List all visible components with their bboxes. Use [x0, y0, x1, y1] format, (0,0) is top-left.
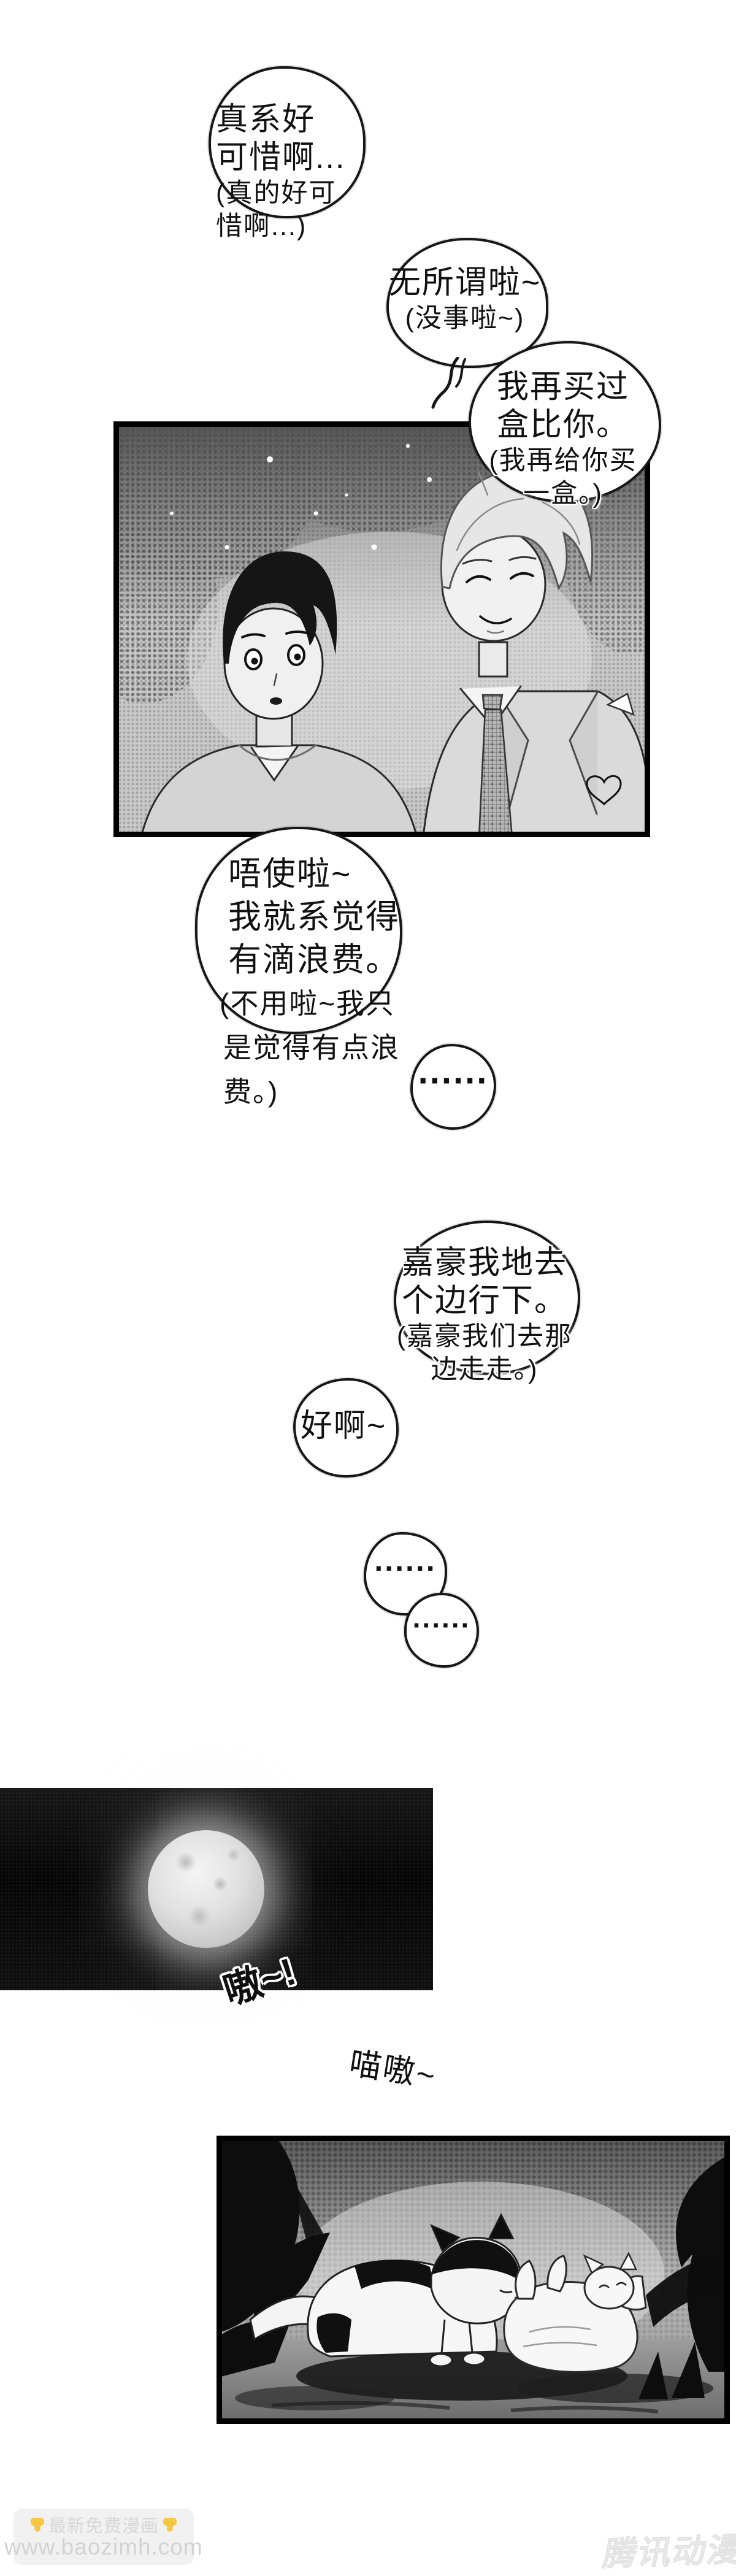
bubble-line: 可惜啊...: [216, 140, 346, 175]
bubble-line: 无所谓啦~: [388, 265, 542, 301]
watermark-line1: 最新免费漫画: [30, 2514, 177, 2536]
bubble-line: 我再买过: [496, 369, 629, 405]
bubble-line-translation: (不用啦~我只: [220, 987, 396, 1019]
watermark-badge: 最新免费漫画 www.baozimh.com: [4, 2509, 202, 2565]
full-moon: [148, 1830, 264, 1948]
tencent-comics-logo: 腾讯动漫: [600, 2531, 736, 2574]
bubble-line: 好啊~: [300, 1408, 387, 1444]
speech-bubble-2-text: 无所谓啦~ (没事啦~): [380, 264, 550, 335]
bubble-2-tail: [431, 357, 466, 409]
speech-bubble-4: [195, 827, 402, 1034]
white-cat: [503, 2252, 647, 2373]
watermark-text: 最新免费漫画: [48, 2517, 159, 2536]
blond-man-eyes: [462, 556, 537, 583]
speech-bubble-3: [469, 341, 661, 503]
speech-bubble-4-text: 唔使啦~ 我就系觉得 有滴浪费。 (不用啦~我只 是觉得有点浪 费。): [220, 853, 400, 1114]
bubble-line: 盒比你。: [496, 407, 629, 443]
panel-moon-night: [0, 1788, 433, 1990]
bubble-line-translation: 是觉得有点浪: [223, 1032, 400, 1064]
left-man-eyes: [241, 631, 310, 670]
speech-bubble-1-text: 真系好 可惜啊... (真的好可 惜啊...): [216, 101, 345, 243]
bubble-line-translation: 惜啊...): [216, 212, 307, 241]
speech-bubble-6-text: 好啊~: [293, 1407, 394, 1445]
bubble-line-translation: 边走走。): [431, 1355, 539, 1384]
speech-bubble-2: [386, 238, 548, 368]
ellipsis-bubble-1: ......: [410, 1044, 496, 1130]
bubble-line: 真系好: [216, 102, 316, 137]
bubble-line-translation: (嘉豪我们去那: [396, 1322, 573, 1351]
right-grass: [638, 2154, 730, 2399]
panel-cats: [217, 2136, 730, 2424]
panel3-border: [217, 2136, 730, 2424]
bubble-line: 嘉豪我地去: [401, 1245, 567, 1281]
speech-bubble-3-text: 我再买过 盒比你。 (我再给你买 一盒。): [473, 368, 653, 510]
bubble-line-translation: (没事啦~): [405, 304, 525, 333]
ellipsis-text: ......: [418, 1051, 489, 1092]
bubble-line-translation: 费。): [223, 1076, 279, 1108]
heart-doodle: [586, 775, 622, 806]
blond-man: [422, 466, 650, 837]
watermark-url: www.baozimh.com: [4, 2534, 203, 2559]
speech-bubble-5-text: 嘉豪我地去 个边行下。 (嘉豪我们去那 边走走。): [391, 1244, 578, 1386]
ellipsis-bubble-3: ......: [404, 1593, 479, 1668]
ellipsis-text: ......: [374, 1543, 437, 1577]
calico-cat: [249, 2212, 524, 2367]
bubble-line: 个边行下。: [401, 1283, 567, 1319]
bubble-line: 唔使啦~: [228, 856, 352, 892]
bubble-line-translation: (真的好可: [216, 178, 337, 208]
speech-bubble-5: [394, 1221, 580, 1375]
raised-paw: [515, 2260, 537, 2300]
bubble-line-translation: 一盒。): [523, 479, 603, 508]
panel1-border: [113, 421, 650, 837]
bubble-line-translation: (我再给你买: [489, 446, 637, 475]
left-grass: [217, 2136, 330, 2378]
raised-paw: [546, 2255, 567, 2293]
down-hand-icon: [163, 2517, 177, 2532]
sfx-meow-text: 喵嗷~: [347, 2045, 440, 2095]
ellipsis-text: ......: [412, 1601, 471, 1634]
speech-bubble-6: [293, 1378, 399, 1478]
dark-haired-man: [140, 551, 418, 837]
down-hand-icon: [30, 2517, 45, 2532]
bubble-line: 有滴浪费。: [228, 941, 400, 978]
bubble-line: 我就系觉得: [228, 899, 400, 935]
speech-bubble-1: [209, 66, 366, 218]
